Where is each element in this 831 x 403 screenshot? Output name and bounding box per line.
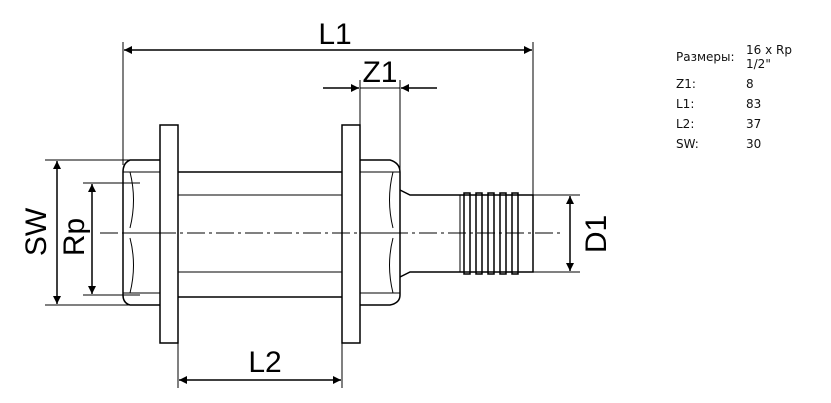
- ribs: [463, 192, 519, 275]
- dimension-d1: D1: [533, 194, 613, 273]
- spec-value: 8: [746, 77, 754, 91]
- label-d1: D1: [580, 215, 613, 253]
- spec-value: 16 x Rp 1/2": [746, 43, 792, 71]
- body: [178, 171, 342, 298]
- label-sw: SW: [20, 207, 53, 256]
- dimension-rp: Rp: [58, 182, 140, 296]
- spec-value: 30: [746, 137, 762, 151]
- spec-key: L2:: [676, 117, 695, 131]
- left-flange: [159, 124, 179, 344]
- spec-row: L2: 37: [676, 114, 806, 134]
- spec-row: Z1: 8: [676, 74, 806, 94]
- left-nut: [122, 159, 160, 306]
- dimension-z1: Z1: [323, 56, 437, 175]
- specs-table: Размеры: 16 x Rp 1/2" Z1: 8 L1: 83 L2: 37 SW…: [676, 40, 806, 154]
- spec-row: L1: 83: [676, 94, 806, 114]
- dimension-l1: L1: [122, 18, 534, 198]
- spec-value: 37: [746, 117, 762, 131]
- label-l1: L1: [318, 18, 351, 51]
- label-z1: Z1: [362, 56, 397, 89]
- spec-key: Размеры:: [676, 50, 735, 64]
- dimension-l2: L2: [177, 343, 343, 388]
- label-l2: L2: [248, 346, 281, 379]
- spec-key: Z1:: [676, 77, 696, 91]
- dimension-sw: SW: [20, 159, 130, 306]
- label-rp: Rp: [58, 218, 91, 256]
- right-nut: [360, 159, 401, 306]
- spec-key: L1:: [676, 97, 695, 111]
- pipe-spigot: [399, 189, 534, 278]
- right-flange: [341, 124, 361, 344]
- spec-row: SW: 30: [676, 134, 806, 154]
- spec-key: SW:: [676, 137, 699, 151]
- spec-value: 83: [746, 97, 762, 111]
- spec-row: Размеры: 16 x Rp 1/2": [676, 40, 806, 74]
